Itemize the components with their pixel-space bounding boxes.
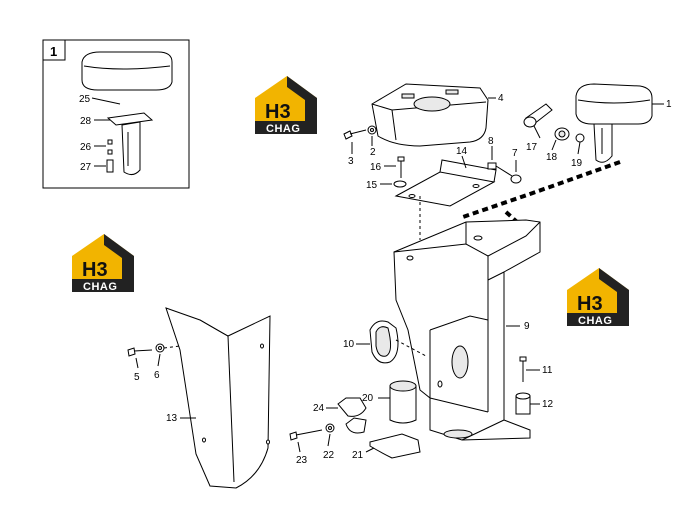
part-washer-19: 19 [571, 133, 585, 169]
callout-12: 12 [542, 399, 554, 410]
part-top-cover: 4 [371, 83, 504, 147]
part-sleeve-20: 20 [362, 380, 417, 424]
part-screw-3: 3 2 [343, 125, 377, 167]
callout-14: 14 [456, 146, 468, 157]
logo-top-text: H3 [577, 293, 603, 315]
logo-top-text: H3 [265, 101, 291, 123]
callout-17: 17 [526, 142, 538, 153]
part-column-housing-9: 9 [393, 219, 541, 441]
callout-10: 10 [343, 339, 355, 350]
callout-16: 16 [370, 162, 382, 173]
callout-28: 28 [80, 116, 92, 127]
part-headrest-1: 1 [575, 83, 672, 163]
callout-19: 19 [571, 158, 583, 169]
logo-h3chag-2: H3 CHAG [72, 234, 134, 293]
callout-18: 18 [546, 152, 558, 163]
logo-bottom-text: CHAG [83, 281, 117, 293]
callout-24: 24 [313, 403, 325, 414]
inset-detail: 1 25 28 26 27 [42, 39, 190, 189]
callout-13: 13 [166, 413, 178, 424]
callout-21: 21 [352, 450, 364, 461]
part-bushing-18: 18 [546, 127, 570, 163]
callout-25: 25 [79, 94, 91, 105]
callout-11: 11 [542, 365, 553, 376]
callout-5: 5 [134, 372, 140, 383]
part-plate-21: 21 [352, 433, 421, 461]
callout-26: 26 [80, 142, 92, 153]
part-grommet-10: 10 [343, 320, 427, 364]
callout-1: 1 [666, 99, 672, 110]
callout-27: 27 [80, 162, 92, 173]
logo-h3chag-1: H3 CHAG [255, 76, 317, 135]
callout-8: 8 [488, 136, 494, 147]
callout-7: 7 [512, 148, 518, 159]
inset-number: 1 [50, 44, 57, 59]
callout-22: 22 [323, 450, 335, 461]
callout-3: 3 [348, 156, 354, 167]
callout-15: 15 [366, 180, 378, 191]
callout-2: 2 [370, 147, 376, 158]
logo-h3chag-3: H3 CHAG [567, 268, 629, 327]
callout-6: 6 [154, 370, 160, 381]
part-screw-16: 16 15 [366, 156, 407, 191]
callout-23: 23 [296, 455, 308, 466]
part-screw-23: 23 22 [289, 423, 335, 466]
logo-top-text: H3 [82, 259, 108, 281]
part-screw-11: 11 [519, 356, 553, 382]
part-spacer-12: 12 [515, 392, 554, 415]
callout-20: 20 [362, 393, 374, 404]
part-handle-17: 17 [523, 103, 553, 153]
callout-4: 4 [498, 93, 504, 104]
part-bolt-8: 8 7 [487, 136, 522, 184]
part-screw-5: 5 6 [127, 343, 181, 383]
part-clamp-24: 24 [313, 397, 367, 434]
inset-headrest [81, 51, 173, 91]
logo-bottom-text: CHAG [578, 315, 612, 327]
part-bracket-14: 14 [394, 146, 497, 207]
part-side-panel-13: 13 [165, 307, 271, 489]
callout-9: 9 [524, 321, 530, 332]
logo-bottom-text: CHAG [266, 123, 300, 135]
